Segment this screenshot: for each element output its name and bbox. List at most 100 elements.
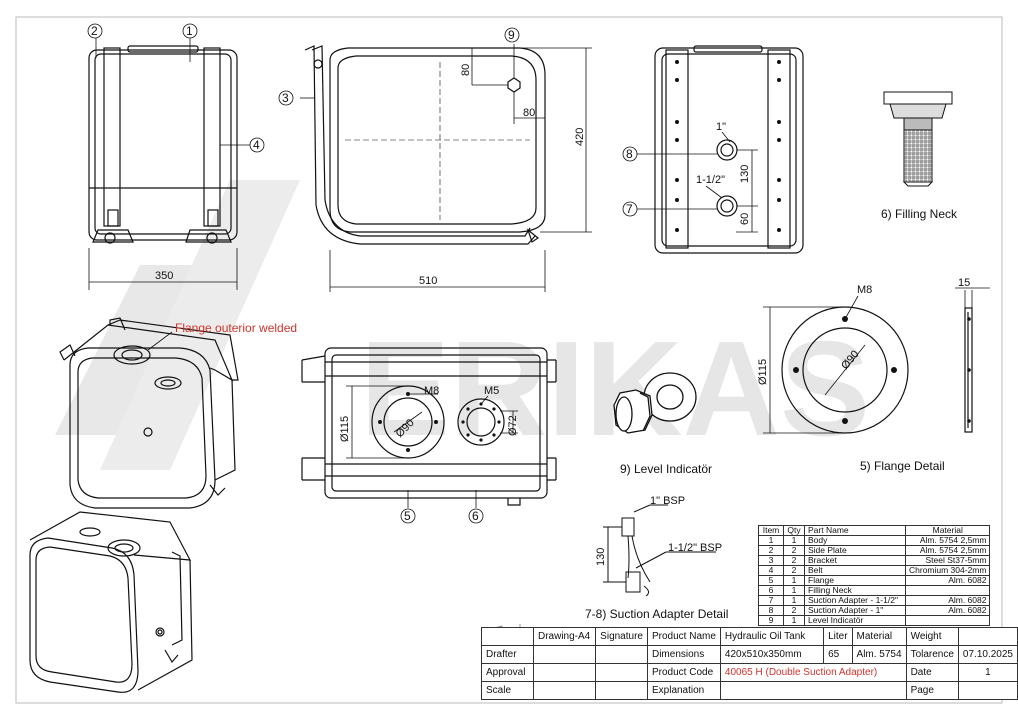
cell: Chromium 304-2mm: [904, 565, 991, 576]
cell: 1: [783, 585, 805, 596]
drafter-value: [532, 645, 597, 664]
watermark-logo: ERIKAS: [55, 180, 870, 470]
approval-value: [532, 663, 597, 682]
dimension-350: [88, 248, 238, 290]
explanation-value: [719, 681, 907, 700]
product-code-label: Product Code: [646, 663, 721, 682]
cell: 7: [758, 595, 784, 606]
cell: Suction Adapter - 1": [804, 605, 906, 616]
header-part-name: Part Name: [804, 525, 906, 536]
dim-72-top: Ø72: [507, 415, 519, 436]
dim-115-flange: Ø115: [757, 359, 769, 385]
scale-signature: [595, 681, 648, 700]
liter-value: 65: [823, 645, 853, 664]
label-m8-flange: M8: [857, 284, 872, 296]
label-filling-neck: 6) Filling Neck: [881, 207, 958, 221]
scale-label: Scale: [481, 681, 534, 700]
dimensions-label: Dimensions: [646, 645, 721, 664]
flange-detail-dimensions: [763, 287, 990, 434]
cell: Alm. 5754 2,5mm: [904, 535, 991, 546]
label-suction-adapter: 7-8) Suction Adapter Detail: [585, 607, 728, 621]
cell: 1: [783, 575, 805, 586]
title-row-3: Approval Product Code 40065 H (Double Su…: [481, 663, 1018, 682]
header-qty: Qty: [783, 525, 805, 536]
label-m8-top: M8: [424, 385, 439, 397]
cell: 3: [758, 555, 784, 566]
callout-6: 6: [472, 509, 479, 523]
cell: Alm. 6082: [904, 605, 991, 616]
callout-4: 4: [253, 138, 260, 152]
approval-label: Approval: [481, 663, 534, 682]
date-value: 07.10.2025: [957, 645, 1018, 664]
label-1-bsp: 1" BSP: [650, 495, 685, 507]
cell: Body: [804, 535, 906, 546]
cell: Steel St37-5mm: [904, 555, 991, 566]
dim-350: 350: [155, 270, 173, 282]
page-empty: [957, 681, 1018, 700]
dim-130-adapter: 130: [595, 548, 607, 566]
callout-1: 1: [186, 24, 193, 38]
drawing-frame: [15, 16, 1003, 704]
front-view-dimensions: [278, 27, 592, 292]
page-value: 1: [957, 663, 1018, 682]
callout-8: 8: [626, 147, 633, 161]
dim-60: 60: [739, 213, 751, 225]
drafter-label: Drafter: [481, 645, 534, 664]
cell: 2: [758, 545, 784, 556]
isometric-view-upper: [59, 317, 239, 509]
label-1-1-2-bsp: 1-1/2" BSP: [668, 542, 722, 554]
signature-label: Signature: [595, 627, 648, 646]
cell: Alm. 5754 2,5mm: [904, 545, 991, 556]
cell: 8: [758, 605, 784, 616]
dim-1-1-2-inch: 1-1/2": [696, 174, 725, 186]
top-view-bolts: [378, 392, 501, 452]
cell: 5: [758, 575, 784, 586]
material-label: Material: [851, 627, 907, 646]
callout-2: 2: [91, 24, 98, 38]
title-block: Drawing-A4 Signature Product Name Hydrau…: [481, 627, 1018, 700]
cell: Alm. 6082: [904, 595, 991, 606]
cell: Side Plate: [804, 545, 906, 556]
cell: 6: [758, 585, 784, 596]
weight-value: [957, 627, 1018, 646]
cell: 2: [783, 605, 805, 616]
right-side-view: [654, 45, 804, 254]
liter-label: Liter: [823, 627, 853, 646]
cell: 2: [783, 555, 805, 566]
header-material: Material: [904, 525, 991, 536]
top-view-dimensions: [346, 385, 518, 524]
cell: 2: [783, 565, 805, 576]
dim-510: 510: [419, 275, 437, 287]
cell: 1: [783, 535, 805, 546]
right-side-view-holes: [675, 60, 781, 232]
level-indicator-drawing: [613, 372, 697, 434]
label-m5-top: M5: [484, 385, 499, 397]
cell: Suction Adapter - 1-1/2": [804, 595, 906, 606]
dim-1-inch: 1": [716, 121, 726, 133]
cell: Flange: [804, 575, 906, 586]
page-label: Page: [905, 681, 959, 700]
header-item: Item: [758, 525, 784, 536]
weight-label: Weight: [905, 627, 959, 646]
cell: 9: [758, 615, 784, 626]
approval-signature: [595, 663, 648, 682]
cell: [904, 615, 991, 626]
date-label: Date: [905, 663, 959, 682]
cell: Bracket: [804, 555, 906, 566]
callout-5: 5: [404, 509, 411, 523]
side-view: [88, 45, 238, 244]
dim-80-horizontal: 80: [523, 107, 535, 119]
cell: Filling Neck: [804, 585, 906, 596]
dimensions-value: 420x510x350mm: [719, 645, 825, 664]
title-row-4: Scale Explanation Page: [481, 681, 1018, 700]
callout-7: 7: [626, 202, 633, 216]
drafter-signature: [595, 645, 648, 664]
